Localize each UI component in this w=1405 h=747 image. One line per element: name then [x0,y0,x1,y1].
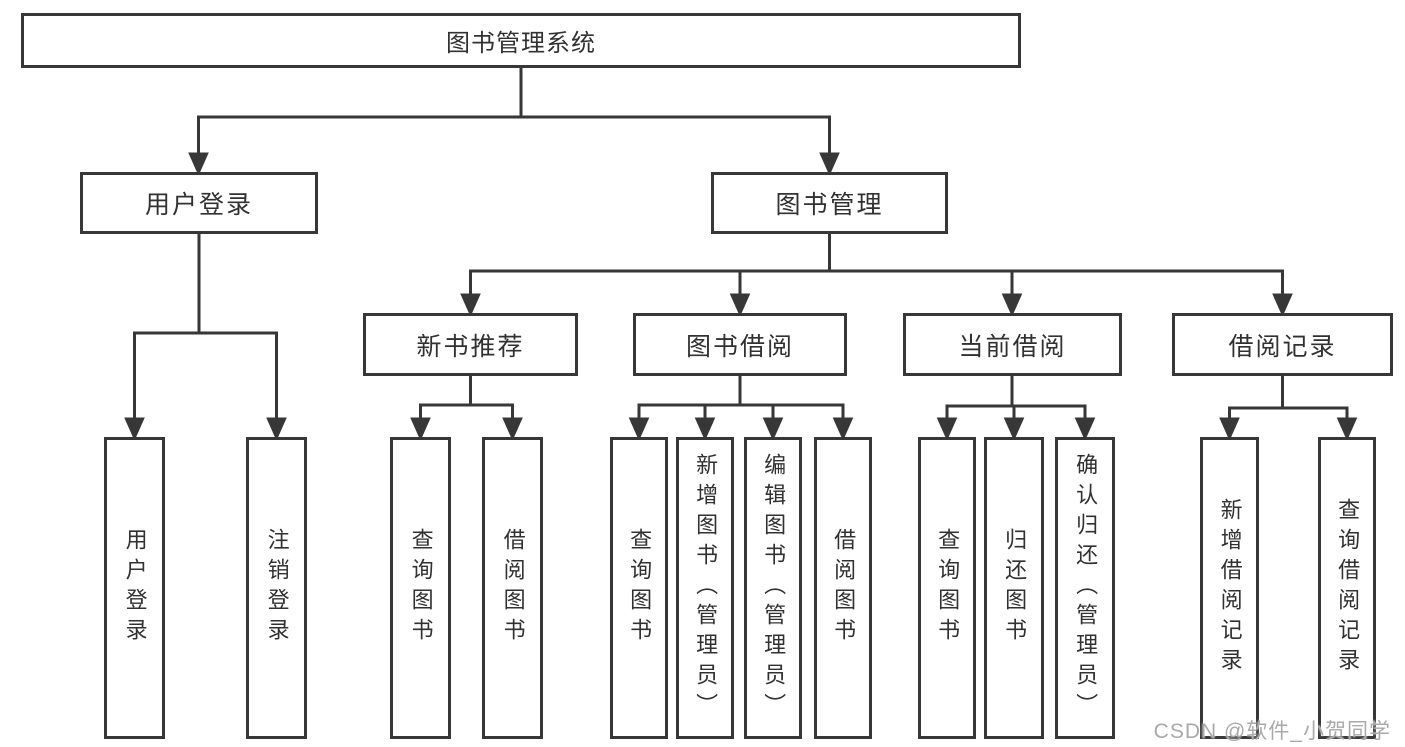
arrow-down-icon [694,417,716,441]
node-new-book-recommend-label: 新书推荐 [416,332,525,361]
node-book-management-label: 图书管理 [775,191,884,219]
leaf-query-books-recommend-label: 查询图书 [408,528,434,648]
arrow-down-icon [1219,417,1240,441]
node-book-borrow-label: 图书借阅 [685,332,794,361]
node-new-book-recommend: 新书推荐 [363,313,578,376]
arrow-down-icon [1272,293,1293,317]
arrow-down-icon [410,417,431,441]
tree-connectors [124,68,1358,441]
leaf-user-login-label: 用户登录 [122,528,148,648]
node-current-borrow: 当前借阅 [903,313,1122,376]
leaf-borrow-books-label: 借阅图书 [831,528,857,648]
watermark: CSDN @软件_小贺同学 [1153,720,1391,743]
leaf-query-books-current-label: 查询图书 [935,528,961,648]
arrow-down-icon [266,417,287,441]
leaf-confirm-return-admin-label: 确认归还（管理员） [1073,453,1099,723]
arrow-down-icon [1336,417,1358,441]
node-book-borrow: 图书借阅 [633,313,847,376]
leaf-borrow-books: 借阅图书 [814,437,872,739]
arrow-down-icon [819,152,840,176]
leaf-logout-label: 注销登录 [264,528,290,648]
leaf-borrow-books-recommend: 借阅图书 [482,437,543,739]
leaf-query-books-recommend: 查询图书 [390,437,451,739]
arrow-down-icon [729,293,751,317]
leaf-edit-books-admin-label: 编辑图书（管理员） [761,453,787,723]
arrow-down-icon [124,417,145,441]
leaf-add-borrow-record: 新增借阅记录 [1200,437,1259,739]
leaf-query-borrow-record-label: 查询借阅记录 [1335,498,1361,678]
arrow-down-icon [832,417,854,441]
node-root-system: 图书管理系统 [21,13,1021,68]
leaf-query-books-borrow: 查询图书 [610,437,668,739]
leaf-logout: 注销登录 [246,437,307,739]
leaf-add-books-admin-label: 新增图书（管理员） [693,453,719,723]
arrow-down-icon [502,417,523,441]
node-user-login-label: 用户登录 [144,191,253,219]
leaf-edit-books-admin: 编辑图书（管理员） [744,437,802,739]
node-current-borrow-label: 当前借阅 [958,332,1067,361]
node-root-label: 图书管理系统 [446,30,596,57]
leaf-add-books-admin: 新增图书（管理员） [676,437,734,739]
leaf-query-borrow-record: 查询借阅记录 [1318,437,1376,739]
leaf-add-borrow-record-label: 新增借阅记录 [1217,498,1243,678]
leaf-query-books-borrow-label: 查询图书 [627,528,653,648]
leaf-return-books-label: 归还图书 [1002,528,1028,648]
arrow-down-icon [762,417,784,441]
arrow-down-icon [1074,417,1096,441]
node-user-login: 用户登录 [80,172,318,234]
node-book-management: 图书管理 [711,172,948,234]
leaf-return-books: 归还图书 [984,437,1044,739]
arrow-down-icon [1003,417,1025,441]
arrow-down-icon [936,417,958,441]
arrow-down-icon [188,152,209,176]
node-borrow-records-label: 借阅记录 [1228,332,1337,361]
leaf-confirm-return-admin: 确认归还（管理员） [1055,437,1115,739]
leaf-borrow-books-recommend-label: 借阅图书 [500,528,526,648]
node-borrow-records: 借阅记录 [1172,313,1393,376]
leaf-query-books-current: 查询图书 [918,437,976,739]
arrow-down-icon [628,417,650,441]
leaf-user-login: 用户登录 [104,437,165,739]
arrow-down-icon [460,293,481,317]
arrow-down-icon [1001,293,1023,317]
